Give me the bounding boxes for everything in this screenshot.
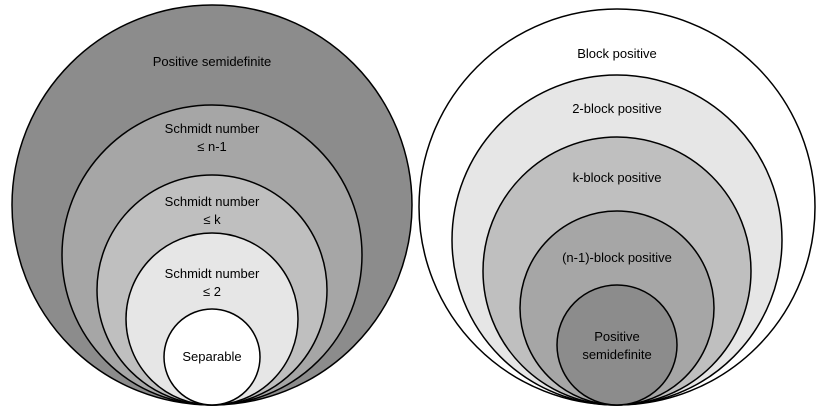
circle-separable [163, 308, 261, 406]
label-schmidt-k-line2: ≤ k [203, 212, 221, 227]
label-n-1-block-positive: (n-1)-block positive [562, 250, 672, 265]
label-schmidt-n-1-line2: ≤ n-1 [197, 139, 227, 154]
label-schmidt-k-line1: Schmidt number [165, 194, 260, 209]
label-schmidt-n-1-line1: Schmidt number [165, 121, 260, 136]
label-schmidt-2-line1: Schmidt number [165, 266, 260, 281]
left-nested-circles [11, 4, 413, 406]
label-positive-semidefinite-line1: Positive [594, 329, 640, 344]
right-nested-circles [418, 8, 816, 406]
circle-positive-semidefinite-inner [556, 284, 678, 406]
label-schmidt-2-line2: ≤ 2 [203, 284, 221, 299]
label-k-block-positive: k-block positive [573, 170, 662, 185]
label-separable: Separable [182, 349, 241, 364]
left-labels: Positive semidefinite Schmidt number ≤ n… [153, 54, 272, 364]
label-positive-semidefinite-line2: semidefinite [582, 347, 651, 362]
label-block-positive: Block positive [577, 46, 656, 61]
label-positive-semidefinite: Positive semidefinite [153, 54, 272, 69]
label-2-block-positive: 2-block positive [572, 101, 662, 116]
right-labels: Block positive 2-block positive k-block … [562, 46, 672, 362]
